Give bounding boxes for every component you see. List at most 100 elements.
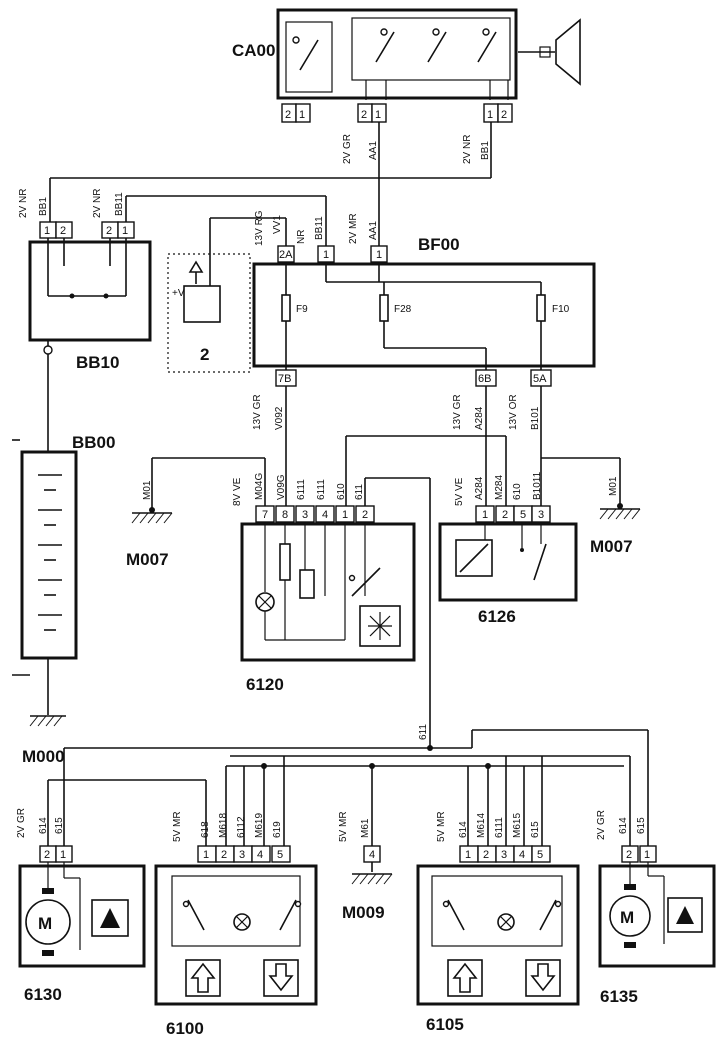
bf00-pin-top: 2A	[279, 249, 293, 261]
c6105-spec: 5V MR	[436, 811, 447, 842]
c6120-wire: 610	[336, 483, 347, 500]
c6100-wire: M618	[218, 813, 229, 838]
bf-aa1-id: AA1	[368, 221, 379, 240]
a284-id: A284	[474, 406, 485, 430]
m009-label: M009	[342, 903, 385, 922]
c6120-pin: 2	[362, 509, 368, 521]
bb10-fuse-box: 1 2 2 1 BB10 2V NR BB1 2V NR BB11	[18, 189, 152, 372]
c6135-spec: 2V GR	[596, 810, 607, 840]
c6100-pin: 5	[277, 849, 283, 861]
fuse-f9-label: F9	[296, 304, 308, 315]
c6120-pin: 1	[342, 509, 348, 521]
bf-bb11-id: BB11	[314, 216, 325, 240]
c6120-wire: V09G	[276, 474, 287, 500]
c6135-pin: 1	[644, 849, 650, 861]
bb10-wire-spec-right: 2V NR	[92, 189, 103, 218]
bf00-pin-bottom: 6B	[478, 373, 491, 385]
bb10-pin: 2	[60, 225, 66, 237]
c6126-pin: 1	[482, 509, 488, 521]
c6105-wire: M614	[476, 813, 487, 838]
bb10-wire-id-left: BB1	[38, 197, 49, 216]
c6120-wire: 6111	[296, 479, 307, 500]
c6105-pin: 5	[537, 849, 543, 861]
ca00-pin: 1	[299, 109, 305, 121]
c6105-wire: 615	[530, 821, 541, 838]
bf-vv1-id: VV1	[272, 215, 283, 234]
fuse-f28-label: F28	[394, 304, 412, 315]
c6100-wire: 619	[272, 821, 283, 838]
c6130-wire: 614	[38, 817, 49, 834]
c6126-pin: 2	[502, 509, 508, 521]
c6130-label: 6130	[24, 985, 62, 1004]
m01-right: M01	[608, 476, 619, 496]
c6105-pin: 4	[519, 849, 525, 861]
bf00-output-wires: 13V GR V092 13V GR A284 13V OR B101	[252, 386, 542, 506]
m009-wire: M61	[360, 818, 371, 838]
dash-box-plusv: +V	[172, 288, 185, 299]
m007-right-ground: M01 M007	[541, 457, 641, 556]
ca00-ignition-switch: CA00 2 1 2 1 1 2	[232, 8, 581, 123]
c6126-wire: A284	[474, 476, 485, 500]
c6120-wire: M04G	[254, 473, 265, 500]
bb00-battery: BB00	[12, 354, 115, 715]
c6105-label: 6105	[426, 1015, 464, 1034]
ca00-wire-id-right: BB1	[480, 141, 491, 160]
c6120-module: 8V VE M04G V09G 6111 6111 610 611 7 8 3 …	[232, 473, 416, 694]
bus-611-label: 611	[418, 724, 429, 740]
c6100-window-switch: 5V MR 618 M618 6112 M619 619 1 2 3 4 5 6…	[154, 756, 318, 1038]
c6105-pin: 1	[465, 849, 471, 861]
c6126-spec: 5V VE	[454, 477, 465, 506]
bb10-pin: 1	[44, 225, 50, 237]
bf00-pin-top: 1	[323, 249, 329, 261]
bb10-wire-id-right: BB11	[114, 192, 125, 216]
ca00-wire-spec-left: 2V GR	[342, 134, 353, 164]
bf00-label: BF00	[418, 235, 460, 254]
m007-right-label: M007	[590, 537, 633, 556]
c6100-pin: 4	[257, 849, 263, 861]
fuse-f10-label: F10	[552, 304, 570, 315]
bf-bb11-spec: NR	[296, 230, 307, 244]
c6120-pin: 7	[262, 509, 268, 521]
v092-spec: 13V GR	[252, 394, 263, 430]
b101-id: B101	[530, 406, 541, 430]
c6100-pin: 3	[239, 849, 245, 861]
bf00-pin-bottom: 5A	[533, 373, 547, 385]
ca00-pin: 2	[361, 109, 367, 121]
c6100-wire: M619	[254, 813, 265, 838]
c6105-window-switch: 5V MR 614 M614 6111 M615 615 1 2 3 4 5 6…	[416, 756, 580, 1034]
bus-611: 611	[47, 478, 649, 846]
c6100-spec: 5V MR	[172, 811, 183, 842]
ca00-pin: 1	[375, 109, 381, 121]
bb10-pin: 1	[122, 225, 128, 237]
c6105-wire: M615	[512, 813, 523, 838]
c6126-wire: B1011	[532, 471, 543, 500]
m000-ground: M000	[22, 715, 66, 766]
bb10-label: BB10	[76, 353, 119, 372]
c6120-wire: 6111	[316, 479, 327, 500]
c6126-wire: 610	[512, 483, 523, 500]
c6130-pin: 2	[44, 849, 50, 861]
bb00-label: BB00	[72, 433, 115, 452]
bf-vv1-spec: 13V RG	[254, 210, 265, 246]
bf00-fuse-box: 2A 1 1 BF00 F9 F28 F10 7B 6B 5A 13V RG V…	[252, 210, 596, 387]
c6126-module: 5V VE A284 M284 610 B1011 1 2 5 3 6126	[438, 471, 578, 626]
c6120-wire: 611	[354, 484, 365, 500]
bf-aa1-spec: 2V MR	[348, 213, 359, 244]
c6120-spec: 8V VE	[232, 477, 243, 506]
c6105-pin: 2	[483, 849, 489, 861]
bb10-pin: 2	[106, 225, 112, 237]
c6120-pin: 8	[282, 509, 288, 521]
ca00-pin: 2	[501, 109, 507, 121]
c6120-label: 6120	[246, 675, 284, 694]
bf00-pin-bottom: 7B	[278, 373, 291, 385]
ca00-pin: 2	[285, 109, 291, 121]
ca00-wire-id-left: AA1	[368, 141, 379, 160]
c6120-pin: 3	[302, 509, 308, 521]
c6100-label: 6100	[166, 1019, 204, 1038]
c6130-spec: 2V GR	[16, 808, 27, 838]
m009-pin: 4	[369, 849, 375, 861]
c6135-motor-symbol: M	[620, 908, 634, 927]
ca00-label: CA00	[232, 41, 275, 60]
ca00-pins: 2 1 2 1 1 2	[281, 103, 513, 123]
c6135-pin: 2	[626, 849, 632, 861]
